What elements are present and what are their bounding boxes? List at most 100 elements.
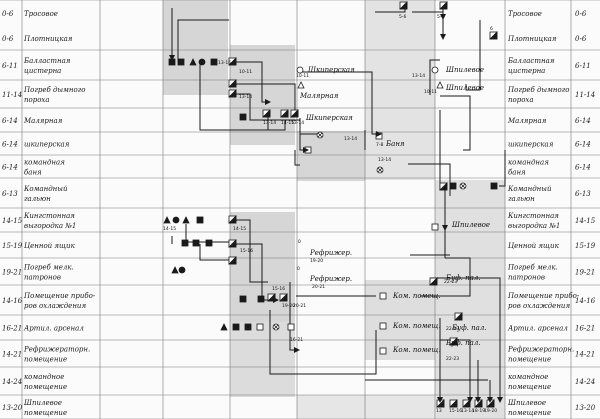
row-compartment-name: пороха [24, 96, 50, 104]
row-compartment-name: Помещение прибо- [507, 292, 580, 300]
frame-code-label: 14-15 [233, 226, 246, 232]
filled-square-icon [239, 113, 247, 121]
frame-code-label: 10-11 [424, 89, 437, 95]
row-compartment-name: ров охлаждения [508, 302, 570, 310]
row-compartment-name: Артил. арсенал [507, 325, 568, 333]
row-frame-code: 0-6 [575, 10, 587, 18]
filled-square-icon [239, 295, 247, 303]
row-compartment-name: пороха [508, 96, 534, 104]
filled-square-icon [232, 323, 240, 331]
row-compartment-name: выгородка №1 [508, 222, 560, 230]
frame-code-label: 22-23 [446, 326, 459, 332]
row-compartment-name: Погреб дымного [507, 86, 570, 94]
half-square-fill [228, 57, 237, 66]
row-compartment-name: Артил. арсенал [23, 325, 84, 333]
frame-code-label: 13-14 [412, 73, 425, 79]
frame-code-label: 0 [297, 266, 300, 272]
frame-code-label: 20-21 [312, 284, 325, 290]
row-compartment-name: шкиперская [24, 141, 70, 149]
row-compartment-name: Балластная [23, 57, 71, 65]
row-compartment-name: Плотницкая [23, 35, 73, 43]
frame-code-label: 10-11 [239, 69, 252, 75]
connection-label: Шпилевое [451, 221, 490, 229]
row-frame-code: 6-14 [575, 141, 591, 149]
row-frame-code: 14-21 [2, 351, 22, 359]
row-frame-code: 13-20 [2, 404, 23, 412]
frame-code-label: 13-14 [344, 136, 357, 142]
open-square-icon [379, 347, 387, 355]
row-compartment-name: баня [508, 169, 526, 177]
row-frame-code: 6-14 [2, 141, 18, 149]
row-frame-code: 6-13 [575, 190, 591, 198]
arrowheads [169, 14, 503, 403]
frame-code-label: 7-8 [376, 142, 383, 148]
triangle-icon [171, 266, 179, 274]
frame-code-label: 19-20 [310, 258, 323, 264]
row-compartment-name: Помещение прибо- [23, 292, 96, 300]
row-compartment-name: Ценной ящик [508, 242, 560, 250]
filled-square-icon [244, 323, 252, 331]
row-frame-code: 0-6 [2, 10, 14, 18]
row-frame-code: 6-14 [575, 164, 591, 172]
row-compartment-name: Погреб дымного [23, 86, 86, 94]
row-frame-code: 6-13 [2, 190, 18, 198]
row-frame-code: 15-19 [575, 242, 596, 250]
connection-label: Буф. пал. [445, 339, 481, 347]
connection-label: Шкиперская [307, 66, 355, 74]
row-compartment-name: Тросовое [508, 10, 542, 18]
frame-code-label: 13 [436, 408, 442, 414]
frame-code-label: 14-15 [163, 226, 176, 232]
open-triangle-icon [436, 81, 444, 89]
frame-code-label: 19-20 [484, 408, 497, 414]
frame-code-label: 22-23 [446, 356, 459, 362]
frame-code-label: 13-14 [239, 94, 252, 100]
connection-label: Малярная [299, 92, 339, 100]
row-compartment-name: Плотницкая [507, 35, 557, 43]
frame-code-label: 13-14 [461, 408, 474, 414]
filled-square-icon [490, 182, 498, 190]
frame-code-label: 22-23 [444, 279, 457, 285]
row-frame-code: 6-14 [575, 117, 591, 125]
frame-code-label: 19-20 [282, 303, 295, 309]
row-compartment-name: командная [508, 159, 549, 167]
frame-code-label: 10-11 [296, 73, 309, 79]
row-compartment-name: Рефрижераторн. [507, 346, 574, 354]
frame-code-label: 15-16 [272, 286, 285, 292]
frame-code-label: 13-16 [218, 60, 231, 66]
frame-code-label: 14-15 [281, 120, 294, 126]
frame-code-label: 16-21 [290, 337, 303, 343]
frame-code-label: 0 [298, 239, 301, 245]
connection-label: Шпилевое [445, 84, 484, 92]
frame-code-label: 18-19 [472, 408, 485, 414]
row-frame-code: 14-16 [575, 297, 596, 305]
frame-code-label: 13-14 [291, 120, 304, 126]
row-compartment-name: Шпилевое [23, 399, 62, 407]
frame-code-label: 20-21 [293, 303, 306, 309]
row-compartment-name: ров охлаждения [24, 302, 86, 310]
row-compartment-name: помещение [24, 409, 67, 417]
row-compartment-name: гальюн [24, 195, 51, 203]
row-frame-code: 16-21 [575, 325, 595, 333]
row-compartment-name: командное [24, 373, 64, 381]
row-frame-code: 6-11 [2, 62, 18, 70]
connection-label: Баня [385, 140, 405, 148]
symbols [163, 1, 498, 408]
row-frame-code: 13-20 [575, 404, 596, 412]
connection-label: Шкиперская [305, 114, 353, 122]
open-triangle-icon [297, 81, 305, 89]
filled-square-icon [192, 239, 200, 247]
row-compartment-name: Балластная [507, 57, 555, 65]
triangle-icon [163, 216, 171, 224]
row-compartment-name: командное [508, 373, 548, 381]
row-compartment-name: Шпилевое [507, 399, 546, 407]
row-frame-code: 14-15 [2, 217, 23, 225]
row-compartment-name: Кингстонная [507, 212, 559, 220]
frame-code-label: 6 [490, 26, 493, 32]
row-compartment-name: Погреб мелк. [23, 264, 74, 272]
row-frame-code: 14-24 [2, 378, 22, 386]
